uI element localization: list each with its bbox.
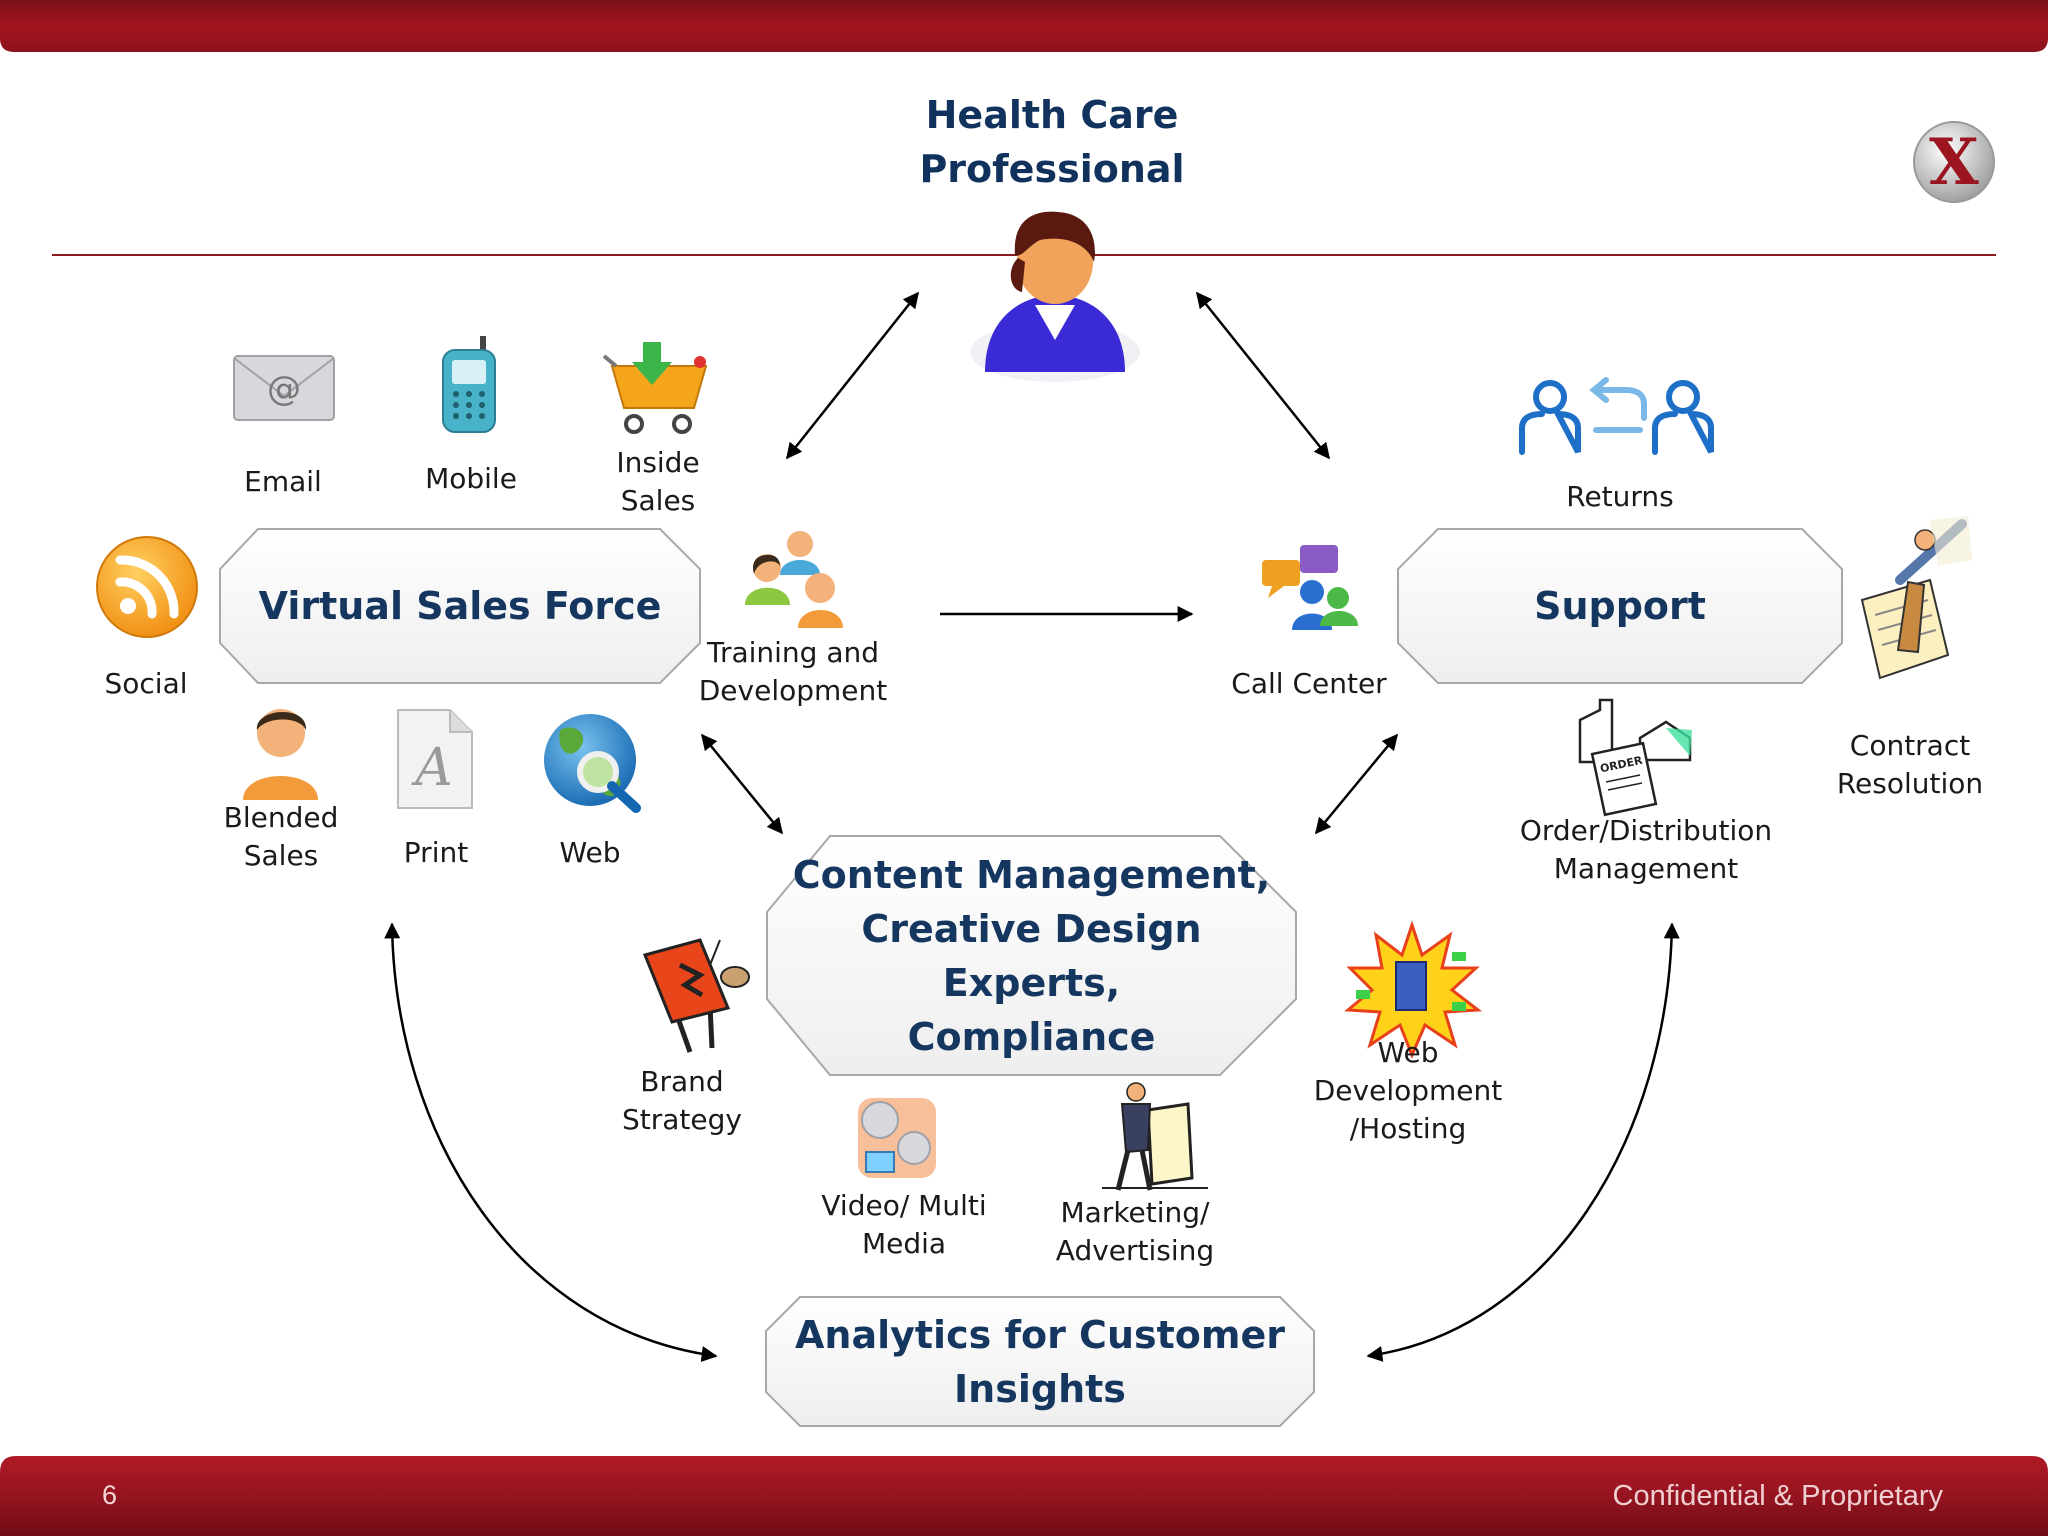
box-virtual-sales-label: Virtual Sales Force — [258, 584, 662, 628]
arrow-support-content — [1314, 733, 1399, 835]
document-icon: A — [397, 709, 473, 809]
box-support-shape — [1397, 528, 1843, 684]
arrow-curve-left — [384, 922, 718, 1363]
starburst-server-icon — [1344, 920, 1483, 1059]
label-marketing: Marketing/ Advertising — [1055, 1196, 1215, 1267]
globe-search-icon — [544, 714, 641, 813]
logo-x-icon: X — [1913, 121, 1995, 203]
box-analytics-label: Analytics for Customer Insights — [794, 1312, 1285, 1411]
people-group-icon — [745, 531, 843, 628]
label-order: Order/Distribution Management — [1519, 814, 1773, 885]
media-discs-icon — [858, 1098, 936, 1178]
sign-carrier-icon — [1102, 1082, 1208, 1191]
label-social: Social — [104, 667, 188, 700]
label-returns: Returns — [1566, 480, 1674, 513]
label-web-dev: Web Development /Hosting — [1313, 1036, 1503, 1145]
mobile-phone-icon — [442, 336, 496, 433]
arrow-curve-right — [1366, 922, 1680, 1362]
top-banner — [0, 0, 2048, 52]
svg-text:A: A — [411, 738, 453, 798]
person-icon — [970, 211, 1140, 382]
box-support-label: Support — [1534, 584, 1706, 628]
box-content-label: Content Management, Creative Design Expe… — [792, 852, 1271, 1059]
shopping-cart-icon — [602, 342, 708, 434]
svg-text:@: @ — [267, 369, 301, 409]
order-factory-icon: ORDER — [1578, 698, 1692, 817]
user-icon — [243, 709, 318, 800]
rss-icon — [96, 536, 198, 638]
page-number: 6 — [102, 1480, 118, 1510]
label-web: Web — [559, 836, 621, 869]
box-analytics-shape — [765, 1296, 1315, 1427]
easel-palette-icon — [642, 938, 750, 1053]
arrow-hcp-support — [1196, 291, 1330, 460]
label-training: Training and Development — [698, 636, 888, 707]
returns-exchange-icon — [1519, 377, 1714, 455]
label-call-center: Call Center — [1231, 667, 1387, 700]
label-contract: Contract Resolution — [1836, 729, 1984, 800]
pen-contract-icon — [1860, 516, 1972, 680]
confidential-notice: Confidential & Proprietary — [1612, 1480, 1943, 1512]
logo-letter: X — [1929, 125, 1979, 200]
envelope-icon: @ — [233, 355, 335, 421]
label-email: Email — [244, 465, 322, 498]
box-virtual-sales-shape — [219, 528, 701, 684]
box-content-shape — [766, 835, 1297, 1076]
label-print: Print — [403, 836, 469, 869]
chat-people-icon — [1262, 545, 1358, 630]
bottom-banner — [0, 1456, 2048, 1536]
arrow-hcp-vsf — [786, 291, 919, 460]
center-title: Health Care Professional — [919, 93, 1185, 191]
label-inside-sales: Inside Sales — [616, 446, 700, 517]
arrow-vsf-content — [700, 733, 784, 835]
label-mobile: Mobile — [425, 462, 517, 495]
label-blended-sales: Blended Sales — [223, 801, 339, 872]
label-brand: Brand Strategy — [622, 1065, 742, 1136]
label-video: Video/ Multi Media — [821, 1189, 987, 1260]
